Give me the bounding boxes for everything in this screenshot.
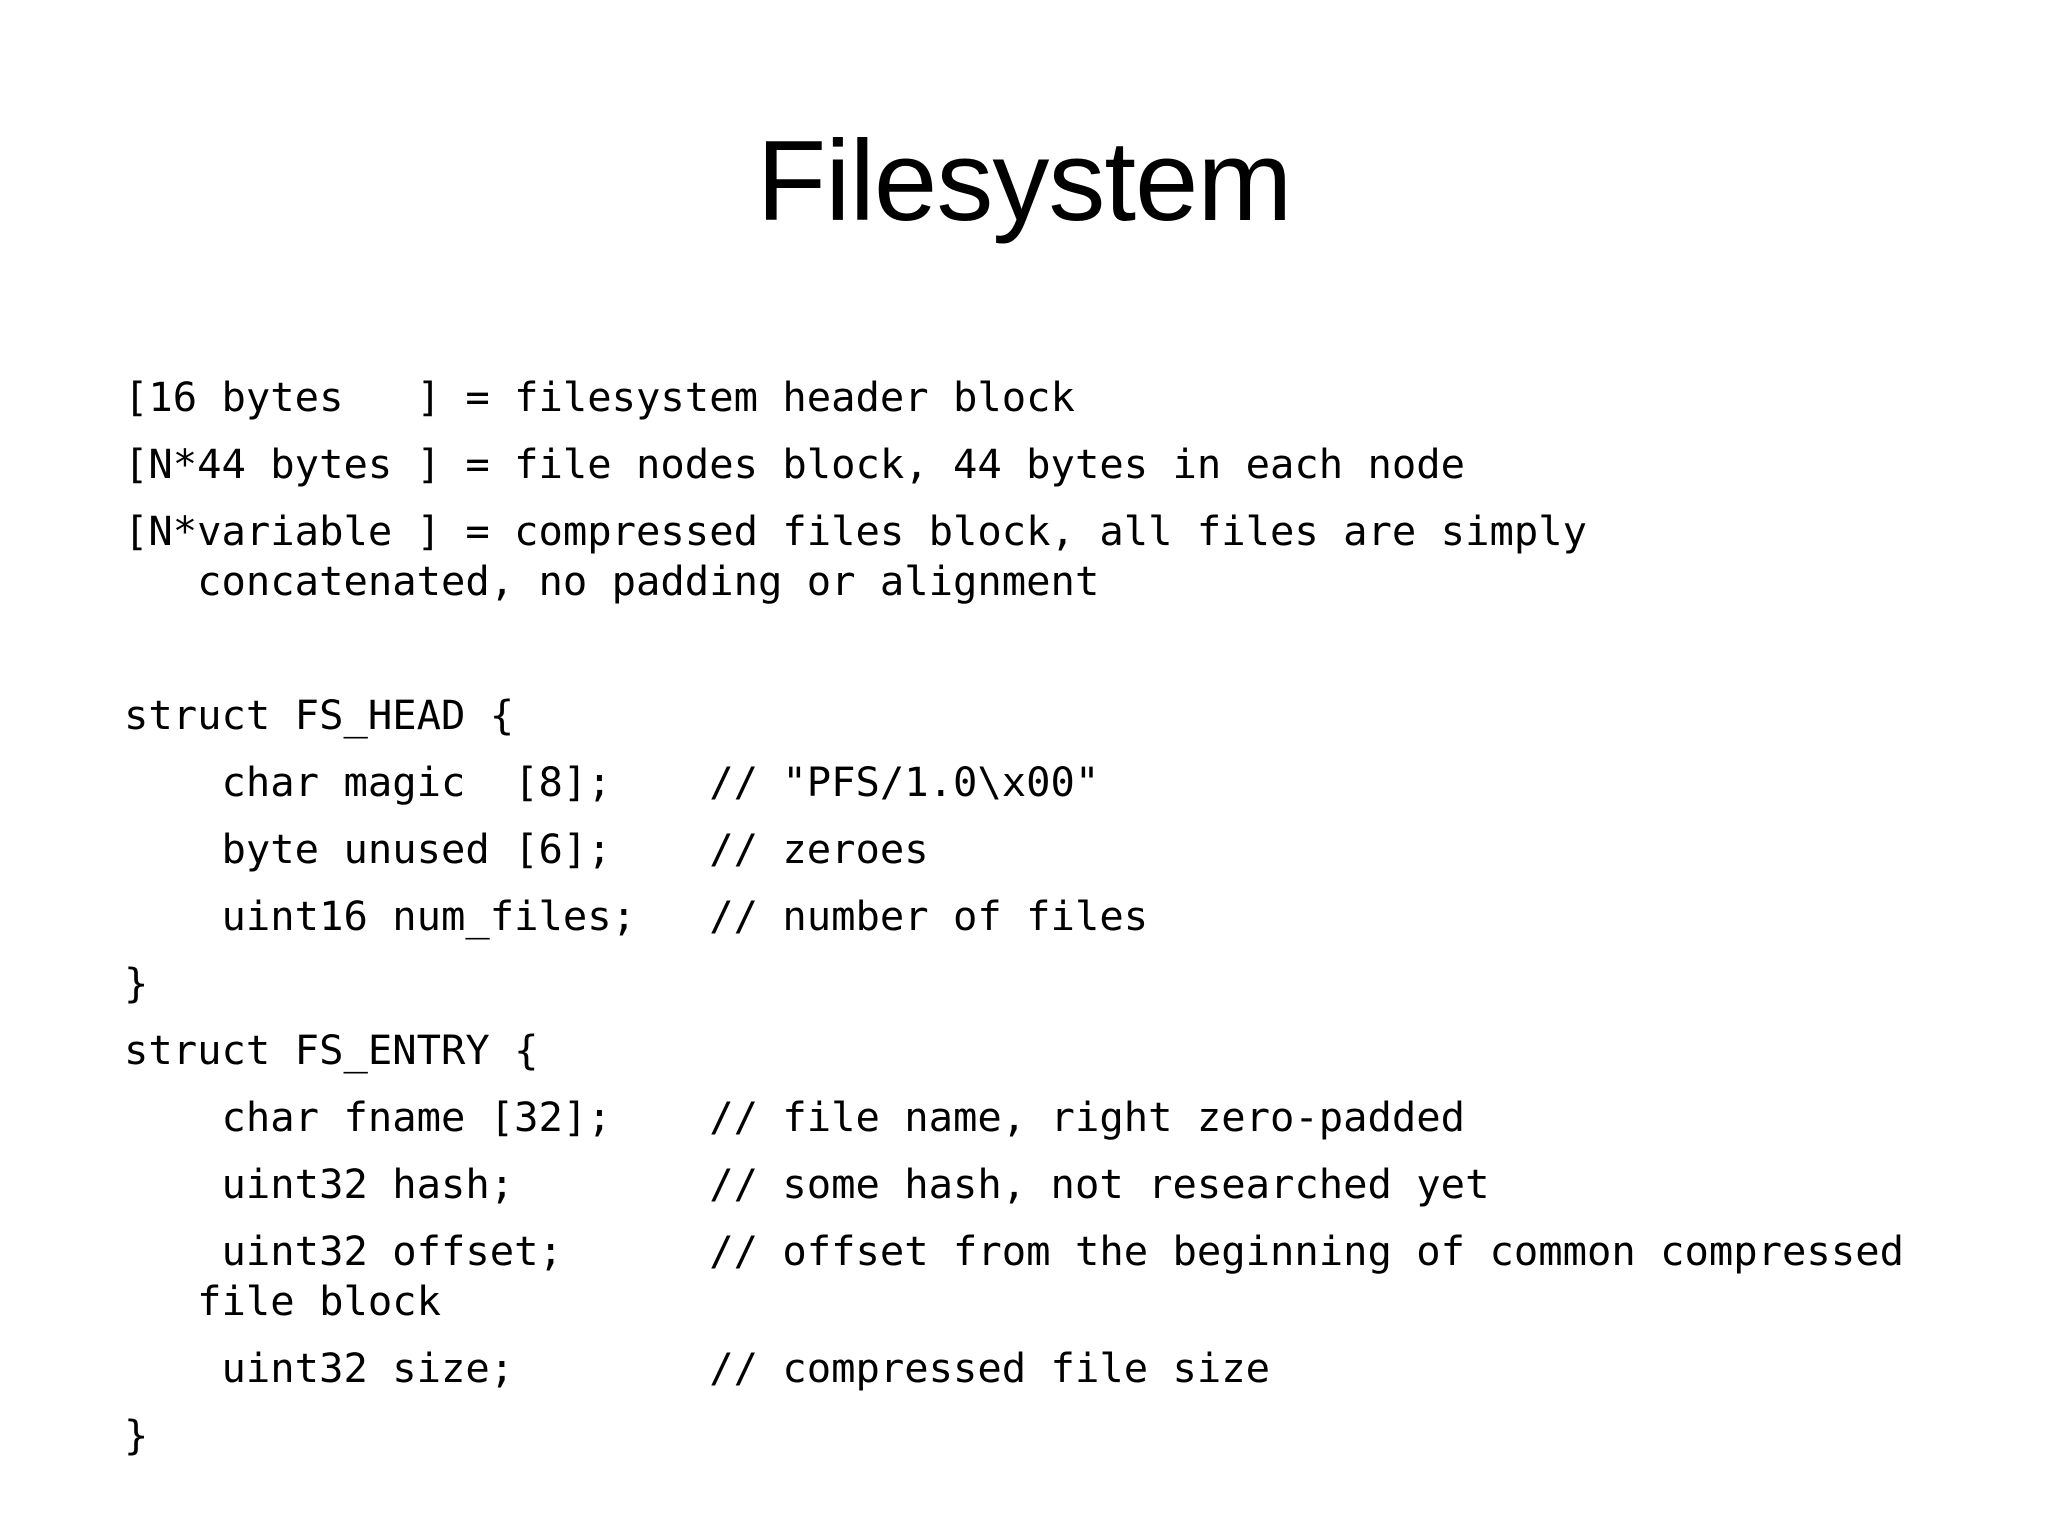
code-line: [N*44 bytes ] = file nodes block, 44 byt…: [124, 440, 1466, 488]
code-line: uint32 offset; // offset from the beginn…: [124, 1227, 1904, 1275]
code-line: concatenated, no padding or alignment: [124, 557, 1100, 605]
code-line: [N*variable ] = compressed files block, …: [124, 507, 1587, 555]
slide-title: Filesystem: [756, 118, 1293, 245]
code-block: [16 bytes ] = filesystem header block [N*…: [124, 372, 2048, 1460]
code-line: [16 bytes ] = filesystem header block: [124, 373, 1075, 421]
code-line: }: [124, 959, 149, 1007]
code-line: byte unused [6]; // zeroes: [124, 825, 929, 873]
code-line: uint16 num_files; // number of files: [124, 892, 1149, 940]
code-line: [124, 623, 2048, 673]
code-line: }: [124, 1411, 149, 1459]
code-line: uint32 hash; // some hash, not researche…: [124, 1160, 1490, 1208]
code-line: char fname [32]; // file name, right zer…: [124, 1093, 1466, 1141]
code-line: struct FS_ENTRY {: [124, 1026, 539, 1074]
code-line: char magic [8]; // "PFS/1.0\x00": [124, 758, 1100, 806]
code-line: file block: [124, 1277, 441, 1325]
code-line: struct FS_HEAD {: [124, 691, 515, 739]
code-line: uint32 size; // compressed file size: [124, 1344, 1271, 1392]
